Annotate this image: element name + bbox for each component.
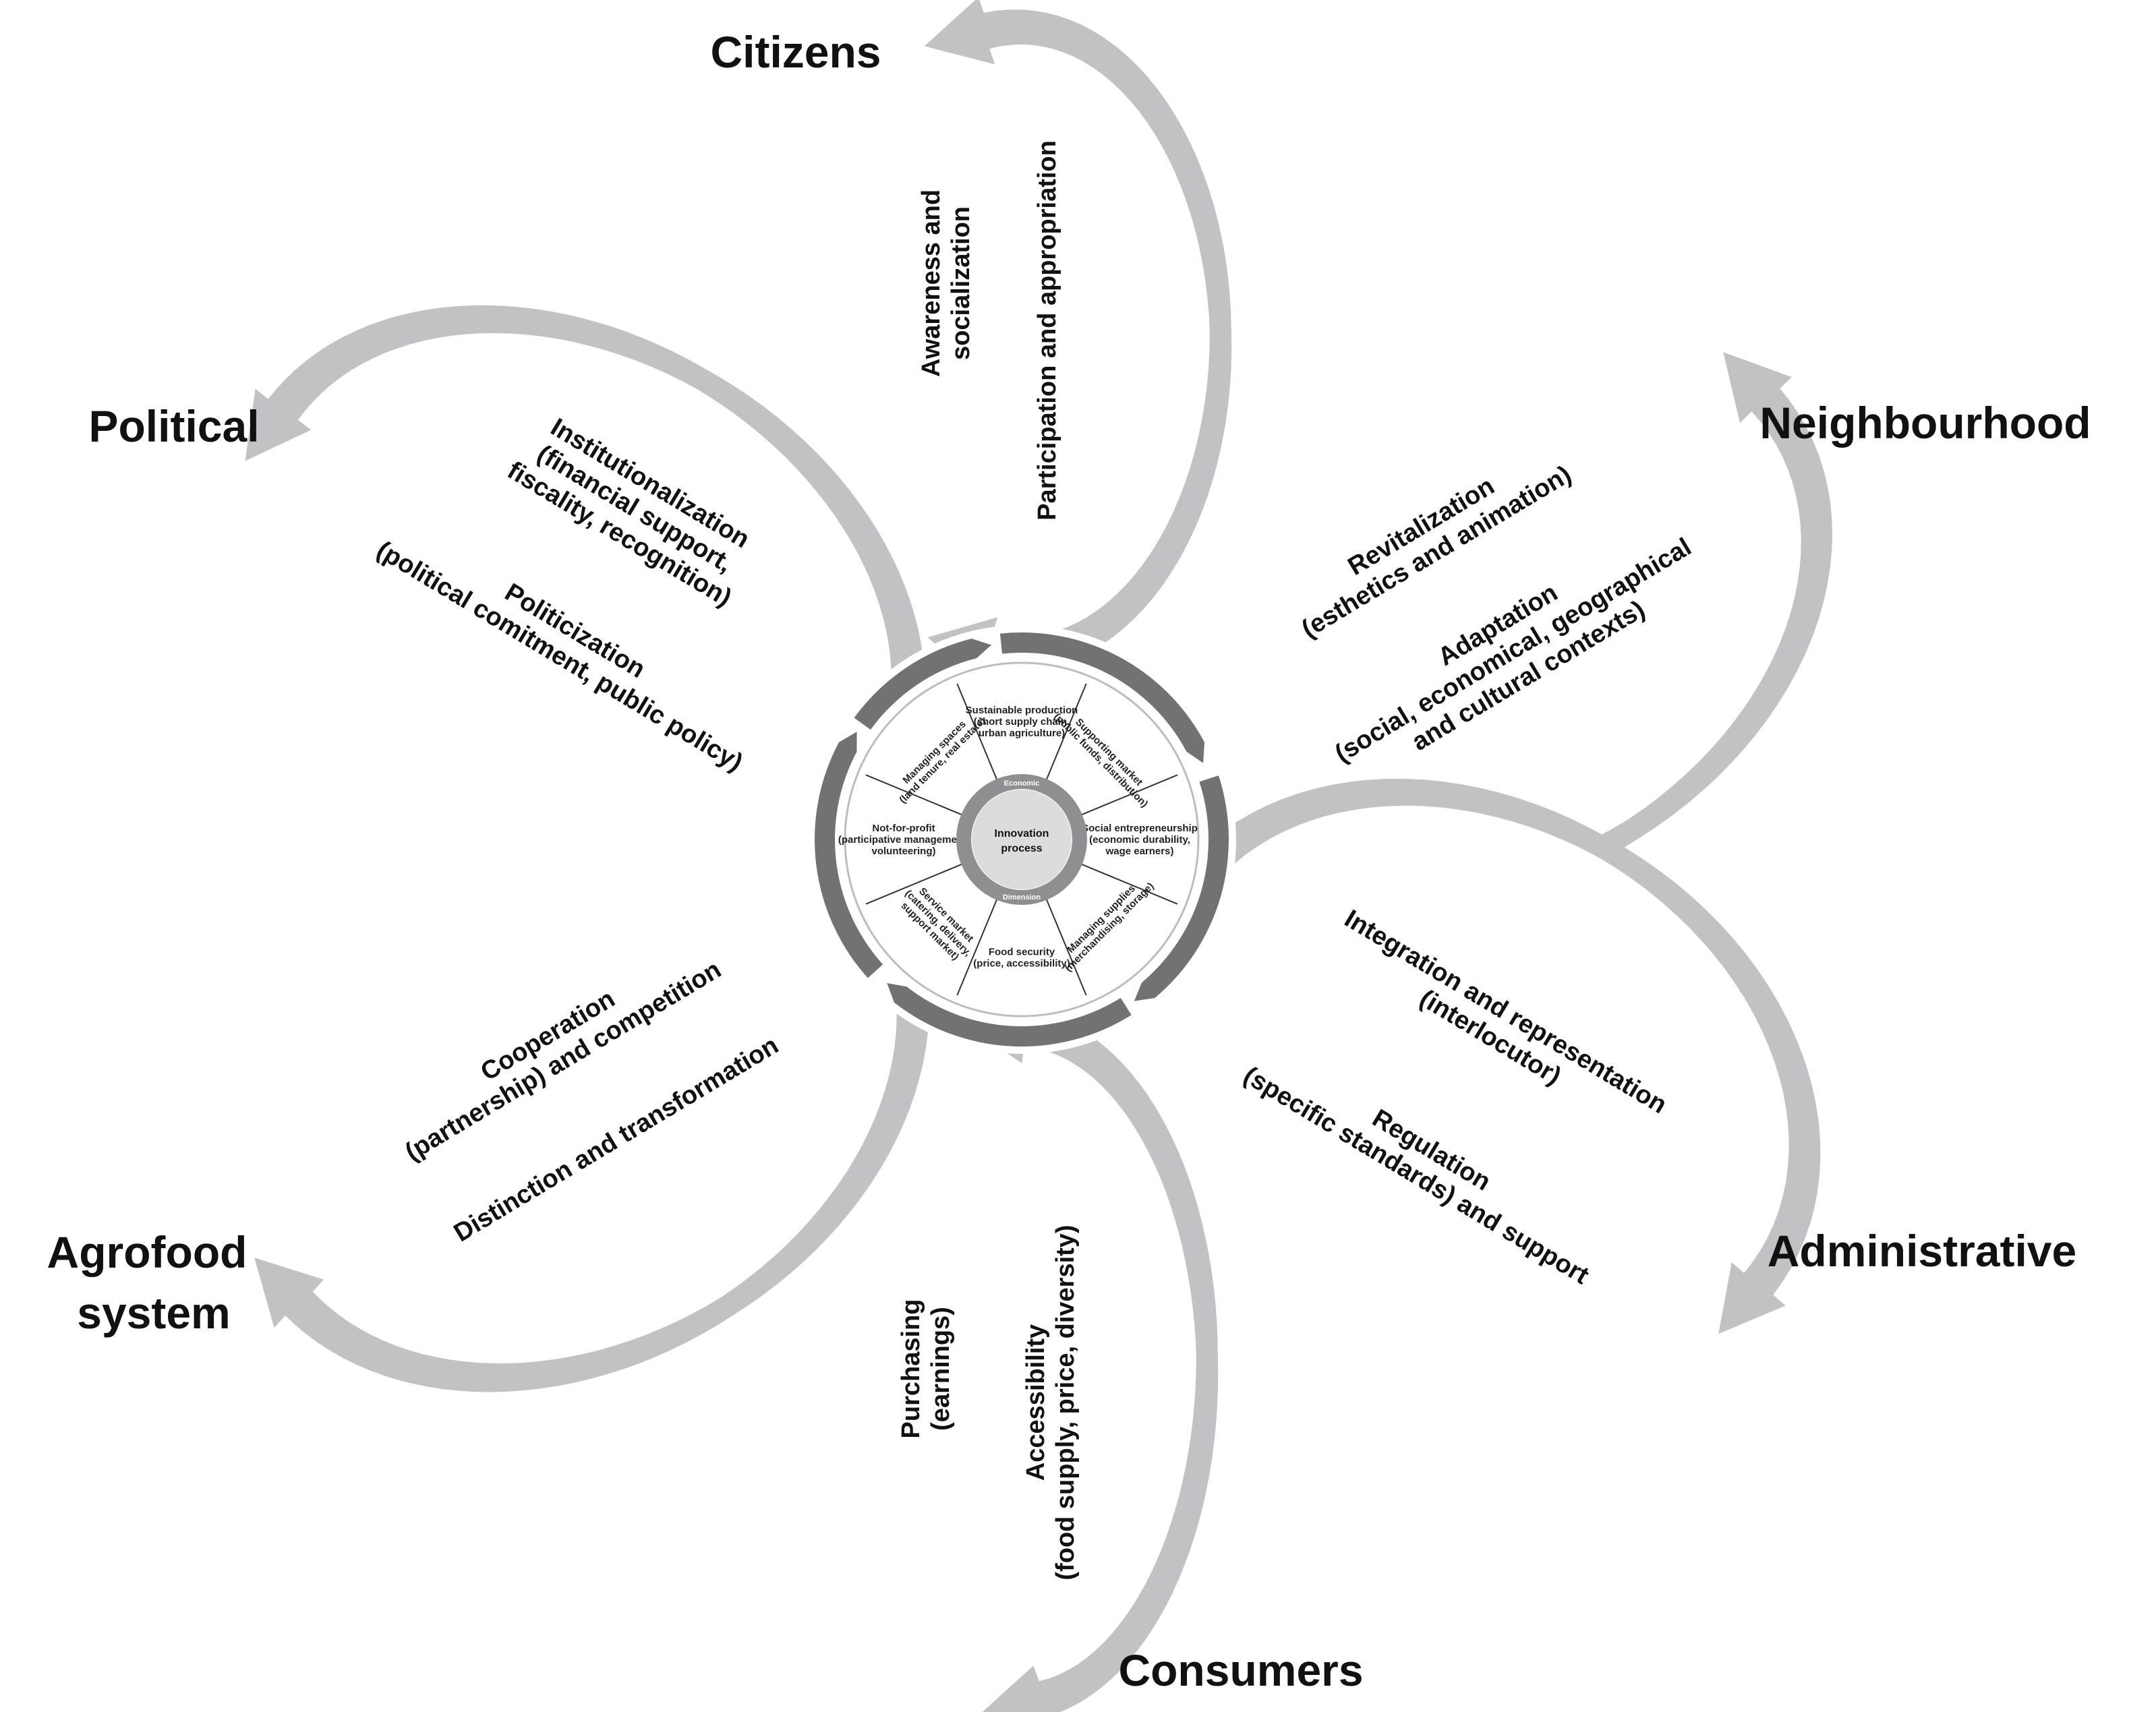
petal-citizens-action-2-line: Participation and appropriation <box>1033 140 1061 521</box>
petal-citizens-action-1-line: socialization <box>947 206 975 360</box>
petal-administrative-arrow-inner <box>1157 784 1821 1334</box>
hub-spoke-label-line: (economic durability, <box>1089 834 1190 846</box>
hub-ring-arrow <box>854 639 992 730</box>
hub-spoke-line <box>956 683 998 781</box>
hub-spoke-line <box>956 898 998 996</box>
petal-citizens-action-1-line: Awareness and <box>917 189 945 377</box>
hub-spoke-label: Not-for-profit(participative management,… <box>838 823 969 857</box>
petals-layer <box>240 0 1833 1712</box>
petal-citizens-action-1: Awareness andsocialization <box>917 189 975 377</box>
hub-core <box>972 790 1072 889</box>
hub-core-ring <box>956 774 1087 905</box>
petal-citizens-action-2: Participation and appropriation <box>1033 140 1061 521</box>
petal-agrofood-body <box>240 786 913 1378</box>
innovation-hub: Sustainable production(short supply chai… <box>807 625 1236 1054</box>
hub-spoke-line <box>1045 683 1087 781</box>
hub-spoke-line <box>1080 774 1178 816</box>
petal-consumers-action-2-line: (food supply, price, diversity) <box>1051 1224 1080 1580</box>
hub-ring-arrow <box>999 632 1205 763</box>
hub-spoke-label: Food security(price, accessibility) <box>973 947 1070 970</box>
hub-center-label: process <box>1001 843 1042 854</box>
petal-political-body <box>245 319 908 895</box>
petal-consumers-action-2: Accessibility(food supply, price, divers… <box>1022 1224 1080 1580</box>
petal-administrative-body <box>1148 792 1805 1373</box>
hub-spoke-line <box>865 774 963 816</box>
actor-label-agrofood: system <box>77 1288 231 1338</box>
actor-label-administrative: Administrative <box>1768 1226 2076 1276</box>
hub-spoke-label-line: Food security <box>989 947 1055 958</box>
hub-ring-arrow <box>815 732 883 978</box>
hub-ring-arrow <box>1134 775 1229 1001</box>
hub-spoke-label-line: (participative management, <box>838 834 969 846</box>
hub-spoke-line <box>865 863 963 905</box>
hub-ring-label-bottom: Dimension <box>1003 893 1041 902</box>
hub-spoke-label-line: wage earners) <box>1105 846 1174 857</box>
hub-spoke-label-line: Sustainable production <box>966 705 1078 716</box>
actor-label-neighbourhood: Neighbourhood <box>1759 398 2091 448</box>
petal-consumers <box>823 994 1219 1712</box>
actor-label-consumers: Consumers <box>1118 1645 1363 1695</box>
actor-label-agrofood: Agrofood <box>47 1227 247 1277</box>
petal-administrative <box>1130 779 1821 1373</box>
hub-spoke-label-line: volunteering) <box>871 846 935 857</box>
petal-political-arrow-inner <box>286 312 932 809</box>
petal-political <box>245 305 932 895</box>
petal-citizens <box>816 0 1232 685</box>
hub-ring-arrow <box>887 983 1132 1046</box>
hub-center-label: Innovation <box>995 828 1049 839</box>
petal-neighbourhood-body <box>1157 321 1817 899</box>
petal-consumers-action-1-line: (earnings) <box>927 1307 955 1431</box>
petal-consumers-action-2-line: Accessibility <box>1022 1324 1050 1481</box>
hub-spoke-label: Sustainable production(short supply chai… <box>966 705 1078 739</box>
hub-ring-label-top: Economic <box>1004 779 1040 788</box>
petal-consumers-body <box>823 1028 1207 1703</box>
hub-spoke-line <box>1045 898 1087 996</box>
hub-spoke-label: Social entrepreneurship(economic durabil… <box>1082 823 1198 857</box>
hub-spoke-label-line: Social entrepreneurship <box>1082 823 1198 834</box>
hub-spoke-line <box>1080 863 1178 905</box>
actor-label-political: Political <box>88 401 259 451</box>
petal-citizens-body <box>816 27 1221 654</box>
hub-spoke-label-line: (short supply chain, <box>974 716 1070 728</box>
hub-spoke-label-line: Not-for-profit <box>872 823 935 834</box>
actor-label-citizens: Citizens <box>710 27 881 77</box>
petal-consumers-action-1-line: Purchasing <box>897 1299 925 1439</box>
hub-spoke-label-line: (price, accessibility) <box>973 958 1070 970</box>
hub-spoke-label-line: urban agriculture) <box>979 728 1065 739</box>
petal-consumers-action-1: Purchasing(earnings) <box>897 1299 955 1439</box>
